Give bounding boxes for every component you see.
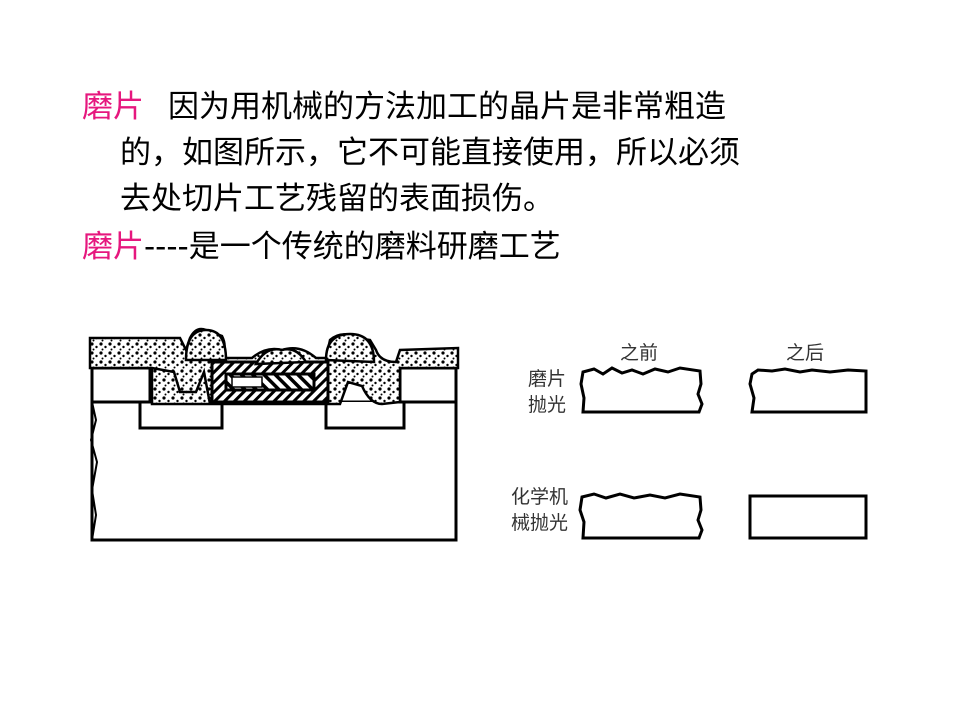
definition-term: 磨片 [82,229,144,265]
wafer-after-cmp [748,494,868,540]
intro-line-1: 磨片因为用机械的方法加工的晶片是非常粗造 [82,84,902,130]
column-label-after: 之后 [786,342,825,364]
row-label-grinding-line1: 磨片 [527,368,566,390]
intro-term: 磨片 [82,89,144,125]
definition-text: ----是一个传统的磨料研磨工艺 [144,229,561,265]
diffusion-well-right [324,402,406,430]
intro-line-3: 去处切片工艺残留的表面损伤。 [120,181,554,217]
row-label-grinding: 磨片 抛光 [508,366,566,418]
metal-bump-left [184,328,228,362]
gate-top-mound [253,348,309,366]
wafer-before-cmp [578,492,704,540]
intro-paragraph: 磨片因为用机械的方法加工的晶片是非常粗造 的，如图所示，它不可能直接使用，所以必… [82,84,902,222]
substrate-rough-edge [89,401,99,541]
column-label-before: 之前 [620,342,659,364]
wafer-before-grinding [579,366,704,414]
definition-line: 磨片----是一个传统的磨料研磨工艺 [82,224,902,270]
row-label-grinding-line2: 抛光 [527,394,566,416]
diffusion-well-left [138,402,224,430]
gate-core [231,376,263,388]
metal-bump-right [324,332,376,364]
wafer-after-grinding [748,367,868,414]
row-label-cmp-line1: 化学机 [510,486,568,508]
intro-text-1: 因为用机械的方法加工的晶片是非常粗造 [168,89,726,125]
definition-paragraph: 磨片----是一个传统的磨料研磨工艺 [82,224,902,270]
intro-line-2: 的，如图所示，它不可能直接使用，所以必须 [120,135,740,171]
row-label-cmp: 化学机 械抛光 [496,484,568,536]
row-label-cmp-line2: 械抛光 [510,512,568,534]
